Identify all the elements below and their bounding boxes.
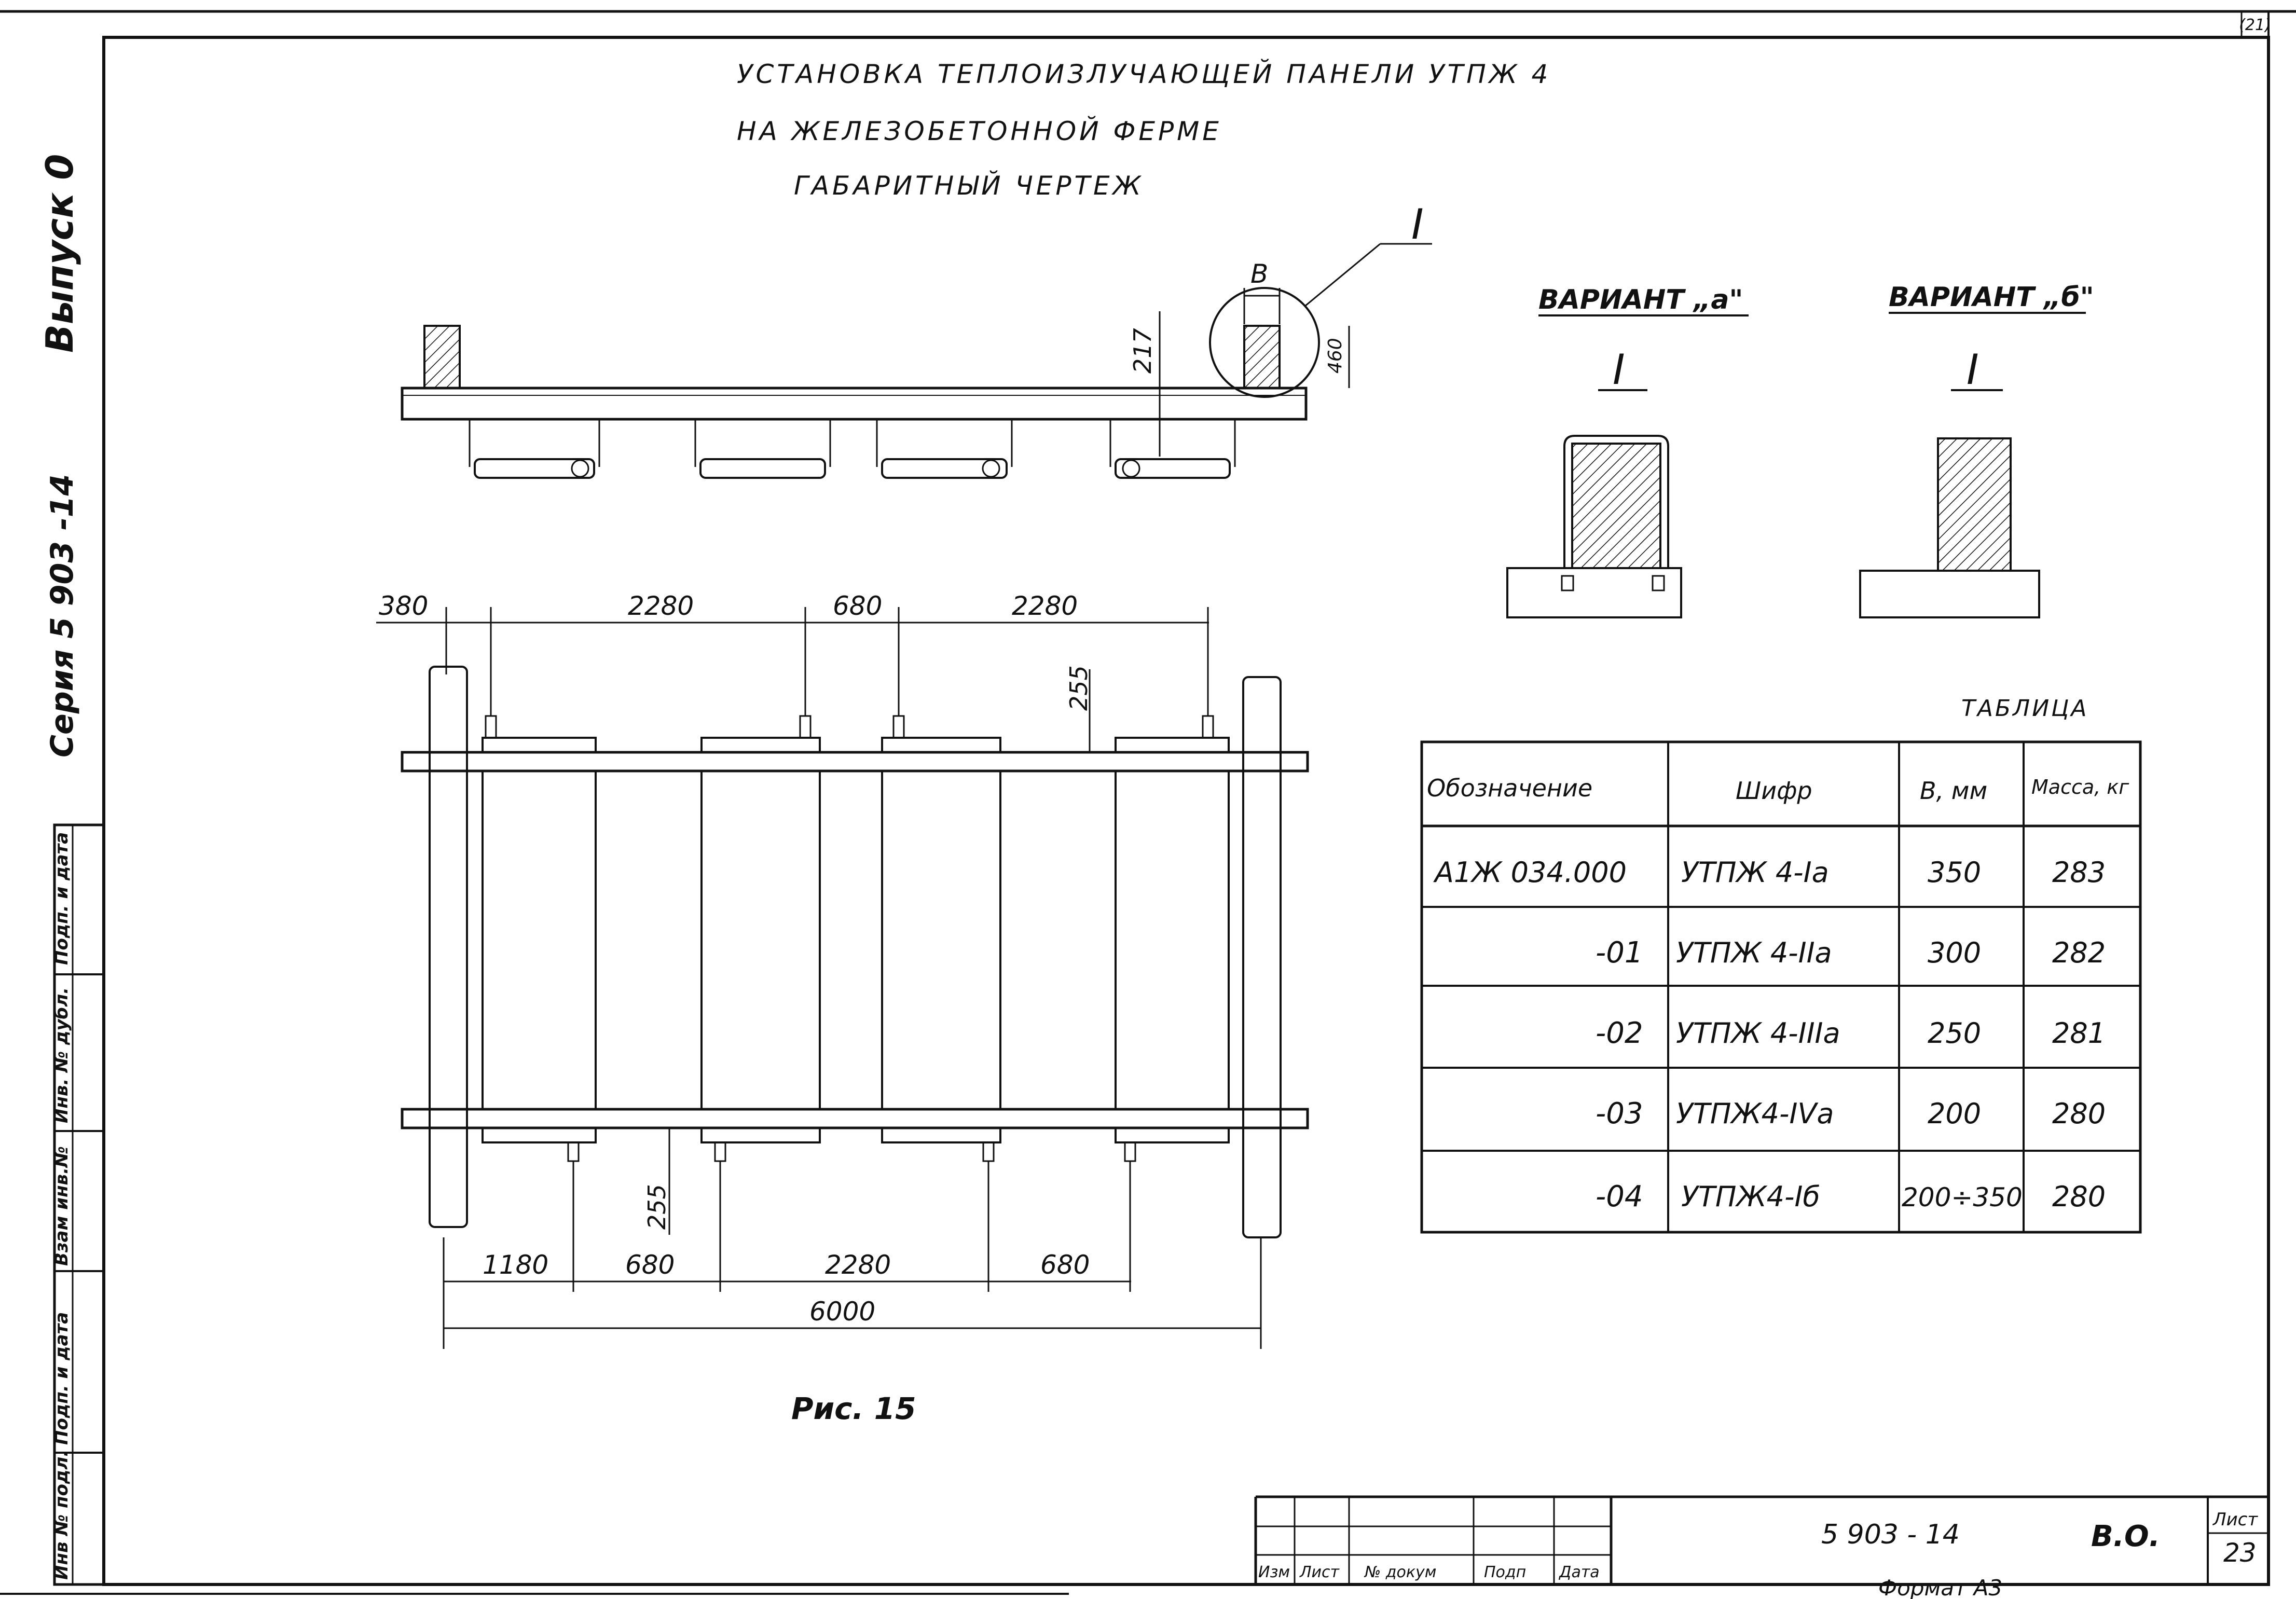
title-block-col-doc: № докум <box>1364 1563 1436 1581</box>
figure-caption: Рис. 15 <box>791 1391 916 1426</box>
plan-dim-top-1: 380 <box>379 591 428 621</box>
variant-a-label: ВАРИАНТ „а" <box>1538 284 1743 315</box>
table-cell-r3-c1: -02 <box>1596 1016 1643 1050</box>
plan-dim-bottom-1: 1180 <box>483 1250 548 1280</box>
variant-b-section <box>1859 437 2040 618</box>
table-cell-r4-c1: -03 <box>1596 1097 1643 1131</box>
variant-b-mark: I <box>1967 346 1979 394</box>
table-cell-r1-c2: УТПЖ 4-Iа <box>1681 856 1829 889</box>
table-cell-r2-c3: 300 <box>1928 936 1981 969</box>
table-header-designation: Обозначение <box>1427 774 1592 802</box>
variant-a-mark: I <box>1613 346 1625 394</box>
table-header-code: Шифр <box>1736 777 1812 805</box>
stamp-cell-5: Инв № подл. <box>51 1450 72 1580</box>
sheet-label: Лист <box>2212 1509 2258 1530</box>
sheet-border <box>0 10 2296 1595</box>
title-block-col-date: Дата <box>1558 1563 1600 1581</box>
dim-460: 460 <box>1325 338 1346 374</box>
table-header-width: B, мм <box>1920 777 1987 805</box>
dim-217: 217 <box>1129 328 1157 374</box>
plan-dim-top-4: 2280 <box>1012 591 1078 621</box>
title-block-col-sign: Подп <box>1484 1563 1526 1581</box>
elevation-view <box>401 243 1432 479</box>
plan-dim-bottom-3: 2280 <box>825 1250 891 1280</box>
table-cell-r5-c2: УТПЖ4-Iб <box>1681 1180 1820 1213</box>
table-cell-r3-c2: УТПЖ 4-IIIа <box>1676 1017 1840 1050</box>
issue-label: Выпуск 0 <box>38 154 81 353</box>
table-cell-r2-c1: -01 <box>1596 936 1643 970</box>
sheet-format: Формат А3 <box>1878 1575 2002 1599</box>
table-cell-r1-c1: А1Ж 034.000 <box>1433 856 1627 889</box>
stamp-cell-4: Подп. и дата <box>51 1312 72 1445</box>
table-header-mass: Масса, кг <box>2031 776 2129 798</box>
plan-dim-top-3: 680 <box>833 591 882 621</box>
data-table <box>1420 740 2142 1234</box>
title-line-3: ГАБАРИТНЫЙ ЧЕРТЕЖ <box>794 170 1144 201</box>
title-line-2: НА ЖЕЛЕЗОБЕТОННОЙ ФЕРМЕ <box>737 116 1222 146</box>
table-cell-r5-c3: 200÷350 <box>1902 1182 2023 1212</box>
table-cell-r5-c1: -04 <box>1596 1180 1643 1214</box>
table-cell-r4-c2: УТПЖ4-IVа <box>1676 1097 1834 1130</box>
plan-dim-255-bottom: 255 <box>643 1184 671 1230</box>
table-cell-r4-c3: 200 <box>1928 1097 1981 1130</box>
table-cell-r2-c2: УТПЖ 4-IIа <box>1676 936 1832 969</box>
callout-mark-I: I <box>1411 200 1424 249</box>
plan-dim-top-2: 2280 <box>628 591 694 621</box>
table-cell-r3-c3: 250 <box>1928 1017 1981 1050</box>
plan-dim-bottom-2: 680 <box>625 1250 675 1280</box>
dim-B: B <box>1250 259 1268 289</box>
stage-code: В.О. <box>2091 1520 2160 1553</box>
variant-a-section <box>1506 435 1682 618</box>
plan-dim-bottom-4: 680 <box>1040 1250 1090 1280</box>
title-line-1: УСТАНОВКА ТЕПЛОИЗЛУЧАЮЩЕЙ ПАНЕЛИ УТПЖ 4 <box>737 59 1551 89</box>
plan-dim-255-top: 255 <box>1065 665 1093 711</box>
plan-dim-total: 6000 <box>809 1297 875 1327</box>
table-cell-r5-c4: 280 <box>2052 1180 2106 1213</box>
stamp-cell-2: Инв. № дубл. <box>51 987 72 1123</box>
table-cell-r3-c4: 281 <box>2052 1017 2106 1050</box>
variant-b-label: ВАРИАНТ „б" <box>1889 282 2094 313</box>
sheet-corner-label: (21) <box>2239 16 2271 34</box>
series-label: Серия 5 903 -14 <box>44 474 80 757</box>
title-block <box>1254 1495 2268 1584</box>
stamp-cell-3: Взам инв.№ <box>51 1146 72 1266</box>
stamp-cell-1: Подп. и дата <box>51 832 72 965</box>
left-stamp <box>53 823 105 1586</box>
table-cell-r1-c4: 283 <box>2052 856 2106 889</box>
plan-view <box>376 607 1309 1349</box>
table-cell-r4-c4: 280 <box>2052 1097 2106 1130</box>
title-block-col-list: Лист <box>1299 1563 1340 1581</box>
title-block-col-izm: Изм <box>1258 1563 1290 1581</box>
table-title: ТАБЛИЦА <box>1961 695 2088 722</box>
table-cell-r1-c3: 350 <box>1928 856 1981 889</box>
table-cell-r2-c4: 282 <box>2052 936 2106 969</box>
sheet-number: 23 <box>2223 1538 2257 1568</box>
doc-number: 5 903 - 14 <box>1821 1519 1960 1550</box>
